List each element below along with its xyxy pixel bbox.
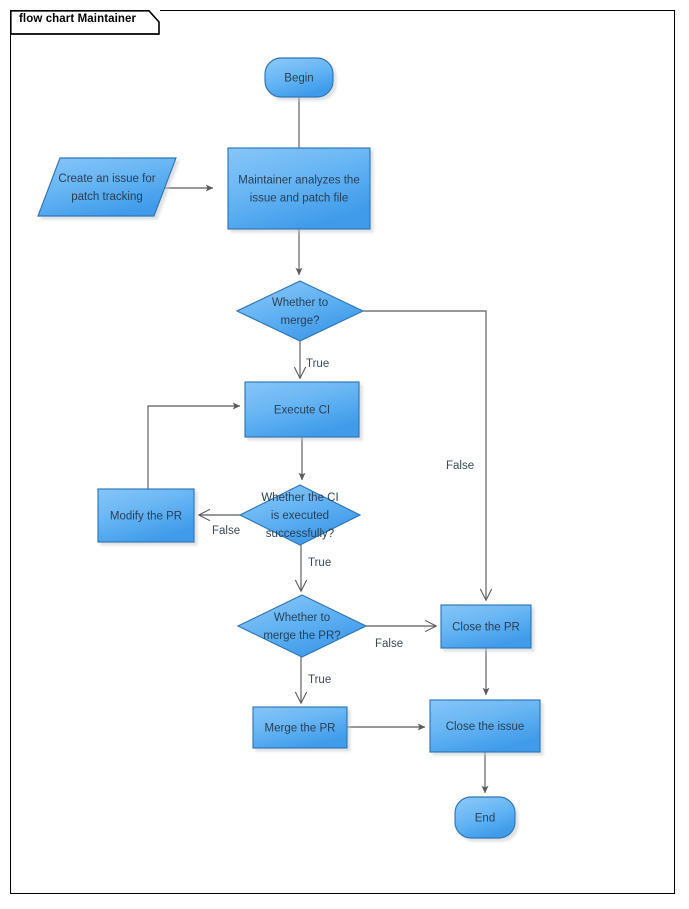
node-label-modify: Modify the PR: [110, 511, 182, 523]
node-modify[interactable]: Modify the PR: [97, 488, 195, 543]
node-merge_pr[interactable]: Merge the PR: [252, 706, 348, 749]
edge-e-modify-ci: [147, 402, 241, 489]
node-shape-process: [252, 706, 348, 749]
node-shape-data: [37, 157, 177, 217]
page-title: flow chart Maintainer: [19, 13, 137, 25]
node-label-close_issue: Close the issue: [446, 721, 525, 733]
node-shape-terminator: [264, 57, 334, 98]
node-shape-process: [244, 381, 360, 438]
edge-label-true-e-mergeprq-mergepr: True: [308, 674, 331, 686]
edge-e-mergeq-closepr: [363, 310, 486, 600]
node-end[interactable]: End: [454, 796, 516, 839]
node-label-close_pr: Close the PR: [452, 622, 520, 634]
node-label-begin: Begin: [284, 73, 313, 85]
node-shape-process: [440, 604, 532, 649]
node-ci[interactable]: Execute CI: [244, 381, 360, 438]
node-begin[interactable]: Begin: [264, 57, 334, 98]
node-close_issue[interactable]: Close the issue: [429, 699, 541, 753]
node-shape-decision: [236, 594, 368, 658]
edge-label-true-e-ciq-mergeprq: True: [308, 557, 331, 569]
frame-tab-shape: [10, 10, 160, 35]
node-shape-decision: [235, 280, 365, 342]
node-label-merge_pr: Merge the PR: [265, 723, 336, 735]
node-shape-decision: [238, 484, 362, 546]
edge-label-true-e-mergeq-ci: True: [306, 358, 329, 370]
node-shape-process: [429, 699, 541, 753]
diagram-frame-tab[interactable]: [10, 10, 160, 35]
node-label-end: End: [475, 813, 495, 825]
edge-label-false-e-mergeq-closepr: False: [446, 460, 474, 472]
node-close_pr[interactable]: Close the PR: [440, 604, 532, 649]
node-shape-terminator: [454, 796, 516, 839]
edge-path: [147, 402, 241, 489]
edge-path: [363, 310, 486, 600]
node-shape-process: [227, 147, 371, 230]
edge-label-false-e-mergeprq-closepr: False: [375, 638, 403, 650]
edge-label-false-e-ciq-modify: False: [212, 525, 240, 537]
node-shape-process: [97, 488, 195, 543]
node-label-ci: Execute CI: [274, 405, 330, 417]
